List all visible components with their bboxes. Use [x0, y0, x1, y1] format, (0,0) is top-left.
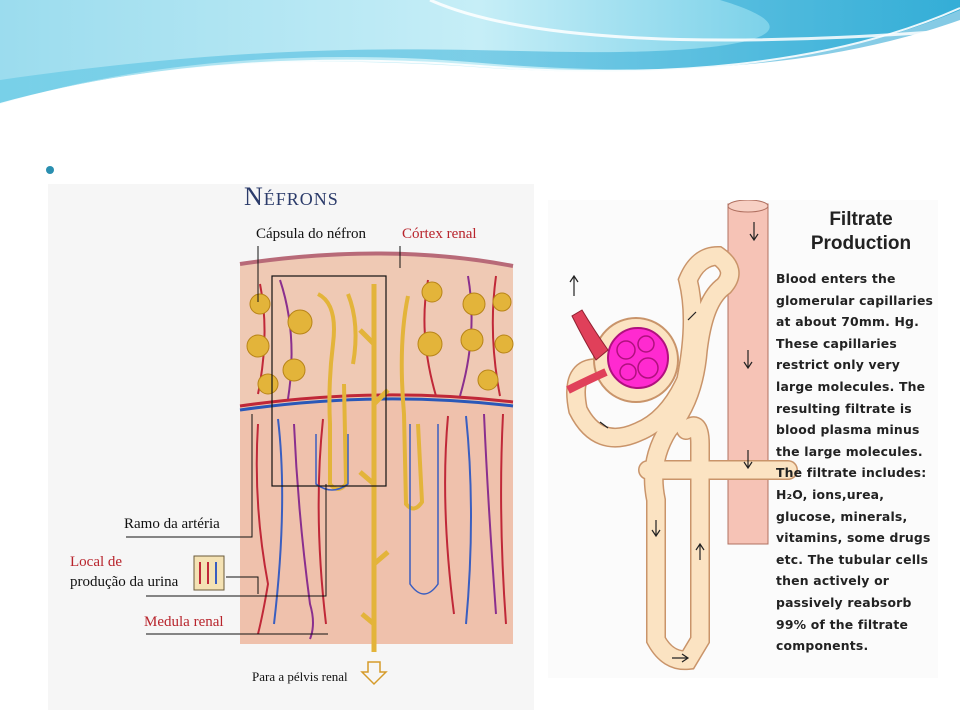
- artery-branch-label: Ramo da artéria: [124, 516, 220, 532]
- text-line: glomerular capillaries: [776, 292, 934, 308]
- text-line: vitamins, some drugs: [776, 530, 931, 546]
- urine-production-label-line2: produção da urina: [70, 574, 179, 590]
- bullet-point: [46, 166, 54, 174]
- text-line: the large molecules.: [776, 443, 923, 459]
- text-line: glucose, minerals,: [776, 508, 908, 524]
- text-line: 99% of the filtrate: [776, 616, 909, 632]
- capsule-label: Cápsula do néfron: [256, 226, 366, 242]
- filtrate-production-illustration: Filtrate Production Blood enters the glo…: [548, 200, 938, 678]
- pelvis-label: Para a pélvis renal: [252, 669, 348, 684]
- text-line: The filtrate includes:: [776, 465, 927, 481]
- header-wave-decoration: [0, 0, 960, 105]
- text-line: blood plasma minus: [776, 422, 920, 438]
- nephron-tubule-drawing: [566, 200, 798, 671]
- filtrate-description: Blood enters the glomerular capillaries …: [776, 268, 936, 657]
- filtrate-title-line1: Filtrate: [829, 209, 893, 230]
- text-line: components.: [776, 638, 869, 654]
- medulla-label: Medula renal: [144, 614, 224, 630]
- text-line: then actively or: [776, 573, 890, 589]
- text-line: These capillaries: [776, 335, 897, 351]
- text-line: restrict only very: [776, 357, 900, 373]
- text-line: etc. The tubular cells: [776, 551, 929, 567]
- text-line: Blood enters the: [776, 271, 896, 286]
- nephrons-title: Néfrons: [244, 182, 339, 211]
- filtrate-title-line2: Production: [810, 233, 912, 254]
- urine-production-label-line1: Local de: [70, 554, 123, 570]
- text-line: at about 70mm. Hg.: [776, 314, 920, 330]
- text-line: large molecules. The: [776, 378, 926, 394]
- kidney-section-drawing: [126, 246, 514, 686]
- filtrate-production-title: Filtrate Production: [796, 208, 926, 256]
- text-line: H₂O, ions,urea,: [776, 486, 885, 502]
- nephron-kidney-illustration: Néfrons Cápsula do néfron Córtex renal R…: [48, 184, 534, 710]
- text-line: resulting filtrate is: [776, 400, 912, 416]
- text-line: passively reabsorb: [776, 594, 912, 610]
- cortex-label: Córtex renal: [402, 226, 477, 242]
